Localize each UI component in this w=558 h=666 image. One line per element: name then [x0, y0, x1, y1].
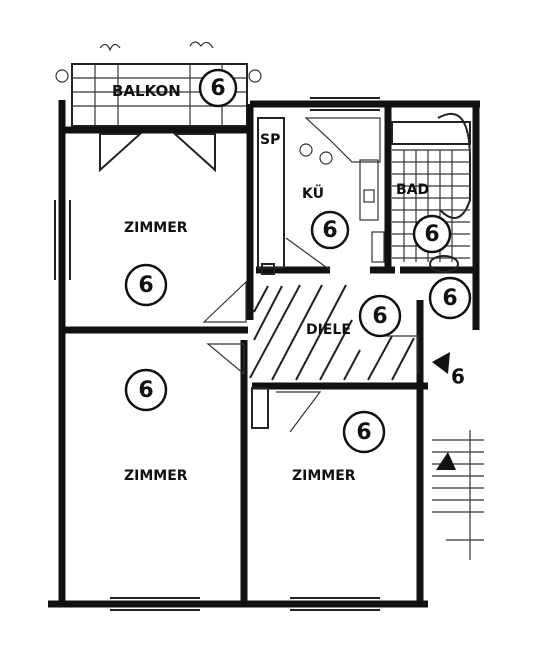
kitchen-cabinet [359, 159, 379, 221]
marker-ring [310, 210, 350, 250]
marker-zimmer-1: 6 [124, 263, 168, 307]
marker-entry: 6 [451, 365, 465, 389]
plant-sketch [99, 41, 214, 52]
planter-right [248, 69, 262, 83]
door-zimmer-3 [276, 391, 322, 433]
pantry [257, 117, 285, 275]
planter-left [55, 69, 69, 83]
bathtub [391, 121, 471, 145]
closet [251, 387, 269, 429]
marker-flur: 6 [428, 276, 472, 320]
room-label-balkon: BALKON [112, 82, 181, 100]
room-label-zimmer-2: ZIMMER [124, 468, 188, 484]
marker-ring [358, 294, 402, 338]
marker-ring [124, 263, 168, 307]
marker-value: 6 [138, 378, 153, 403]
marker-value: 6 [372, 304, 387, 329]
marker-ring [124, 368, 168, 412]
kitchen-sink [363, 189, 375, 203]
balcony-railing [71, 63, 248, 127]
marker-balkon: 6 [198, 68, 238, 108]
door-zimmer-1 [202, 280, 247, 323]
room-label-sp: SP [260, 132, 280, 148]
pantry-walls [257, 117, 285, 269]
door-zimmer-2 [206, 343, 245, 376]
windows [54, 97, 380, 611]
kitchen-appliance [371, 231, 385, 263]
marker-ring [342, 410, 386, 454]
stair-arrow-icon [436, 452, 456, 470]
marker-ring [412, 214, 452, 254]
marker-zimmer-3: 6 [342, 410, 386, 454]
stove-burner [319, 151, 333, 165]
stairwell [432, 430, 484, 560]
door-bath [380, 335, 419, 374]
entry-arrow-icon [432, 352, 450, 374]
room-label-zimmer-1: ZIMMER [124, 220, 188, 236]
marker-ring [198, 68, 238, 108]
marker-ring [428, 276, 472, 320]
kitchen-door-swing [285, 237, 331, 271]
room-label-kueche: KÜ [302, 184, 324, 202]
marker-kueche: 6 [310, 210, 350, 250]
pantry-door [261, 263, 275, 275]
marker-value: 6 [210, 76, 225, 101]
stove-burner [299, 143, 313, 157]
marker-value: 6 [424, 222, 439, 247]
marker-zimmer-2: 6 [124, 368, 168, 412]
marker-value: 6 [442, 286, 457, 311]
room-label-zimmer-3: ZIMMER [292, 468, 356, 484]
marker-diele: 6 [358, 294, 402, 338]
marker-value: 6 [322, 218, 337, 243]
room-label-diele: DIELE [306, 322, 351, 338]
marker-bad: 6 [412, 214, 452, 254]
kitchen-fixtures [285, 117, 385, 271]
toilet [429, 255, 459, 273]
kitchen-counter [304, 117, 381, 163]
marker-value: 6 [138, 273, 153, 298]
shower-curve [437, 112, 471, 219]
diele-hatching [249, 284, 415, 381]
door-swings [202, 280, 419, 433]
balcony-doors [99, 133, 216, 173]
marker-value: 6 [356, 420, 371, 445]
walls [48, 100, 480, 608]
room-label-bad: BAD [396, 182, 429, 198]
